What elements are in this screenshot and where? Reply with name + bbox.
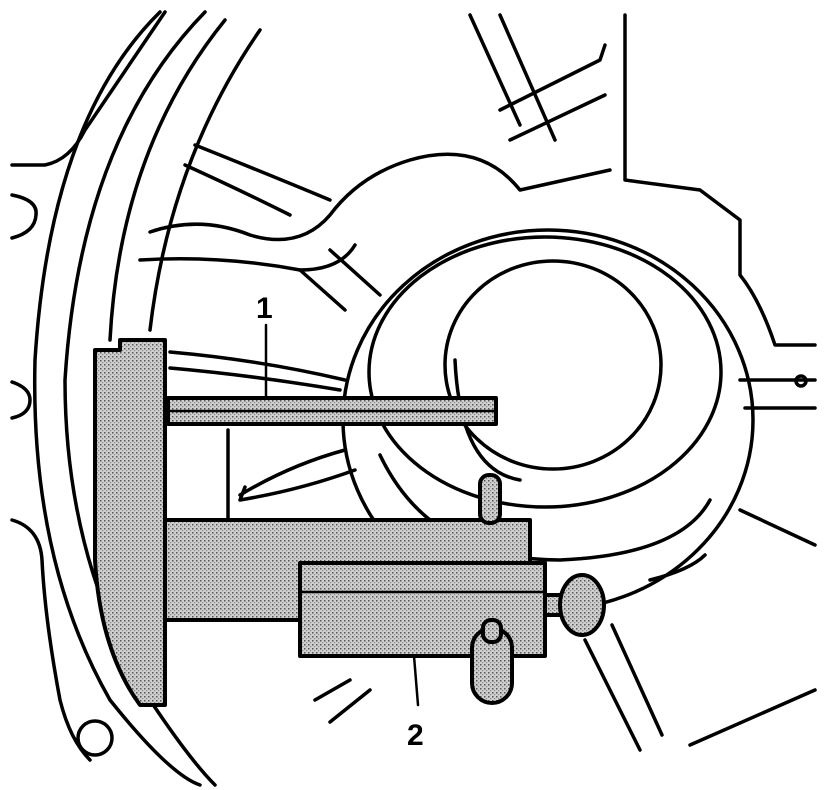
callout-label-2: 2 xyxy=(407,719,424,752)
depth-gauge xyxy=(93,338,606,707)
leader-line-2 xyxy=(412,654,420,707)
callout-1: 1 xyxy=(256,292,273,400)
adjust-knob xyxy=(558,573,606,637)
callout-2: 2 xyxy=(407,654,424,752)
callout-label-1: 1 xyxy=(256,292,273,325)
straightedge-bar xyxy=(93,338,167,707)
locating-pin xyxy=(478,473,502,525)
transmission-case xyxy=(10,10,817,787)
